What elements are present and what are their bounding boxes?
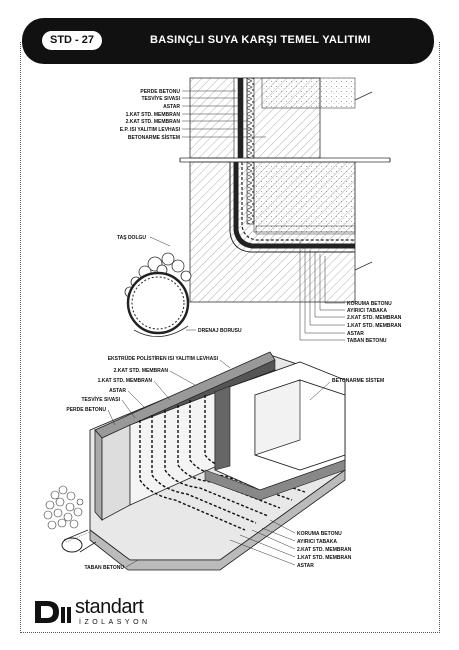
- label-kat1-membran-r: 1.KAT STD. MEMBRAN: [347, 323, 402, 329]
- label-xps-levha: EKSTRÜDE POLİSTİREN ISI YALITIM LEVHASI: [108, 355, 219, 362]
- brand-logo-icon: [35, 601, 71, 623]
- label-tesviye-sivasi: TESVİYE SIVASI: [141, 95, 180, 102]
- label-iso-astar: ASTAR: [109, 388, 126, 394]
- label-iso-koruma: KORUMA BETONU: [297, 531, 342, 537]
- label-kat2-membran-r: 2.KAT STD. MEMBRAN: [347, 315, 402, 321]
- label-koruma-betonu: KORUMA BETONU: [347, 301, 392, 307]
- label-taban-betonu: TABAN BETONU: [347, 338, 387, 344]
- label-iso-astar-r: ASTAR: [297, 563, 314, 569]
- label-betonarme-sistem: BETONARME SİSTEM: [128, 134, 180, 141]
- label-ayirici-tabaka: AYIRICI TABAKA: [347, 308, 387, 314]
- label-kat1-membran: 1.KAT STD. MEMBRAN: [126, 112, 181, 118]
- label-iso-kat2: 2.KAT STD. MEMBRAN: [114, 368, 169, 374]
- label-iso-ayirici: AYIRICI TABAKA: [297, 539, 337, 545]
- label-perde-betonu: PERDE BETONU: [140, 89, 180, 95]
- label-ep-isi-yalitim: E.P. ISI YALITIM LEVHASI: [120, 127, 181, 133]
- isometric-detail: EKSTRÜDE POLİSTİREN ISI YALITIM LEVHASI …: [43, 351, 384, 571]
- label-tas-dolgu: TAŞ DOLGU: [117, 235, 146, 241]
- label-iso-kat2-r: 2.KAT STD. MEMBRAN: [297, 547, 352, 553]
- label-drenaj-borusu: DRENAJ BORUSU: [198, 328, 242, 334]
- brand-name: standart: [75, 596, 144, 618]
- label-iso-tesviye: TESVİYE SIVASI: [81, 396, 120, 403]
- label-iso-perde: PERDE BETONU: [66, 407, 106, 413]
- stone-fill-iso: [43, 485, 84, 530]
- label-kat2-membran: 2.KAT STD. MEMBRAN: [126, 119, 181, 125]
- std-code-badge: STD - 27: [42, 31, 102, 50]
- label-iso-kat1-r: 1.KAT STD. MEMBRAN: [297, 555, 352, 561]
- label-astar: ASTAR: [163, 104, 180, 110]
- drain-pipe-iso: [61, 529, 97, 553]
- label-iso-taban: TABAN BETONU: [84, 565, 124, 571]
- label-astar-r: ASTAR: [347, 331, 364, 337]
- brand-subtitle: İZOLASYON: [79, 619, 151, 626]
- section-detail: PERDE BETONU TESVİYE SIVASI ASTAR 1.KAT …: [117, 77, 402, 344]
- label-iso-betonarme: BETONARME SİSTEM: [332, 377, 384, 384]
- page-title: BASINÇLI SUYA KARŞI TEMEL YALITIMI: [150, 34, 371, 46]
- page-border: [20, 42, 440, 633]
- label-iso-kat1: 1.KAT STD. MEMBRAN: [98, 378, 153, 384]
